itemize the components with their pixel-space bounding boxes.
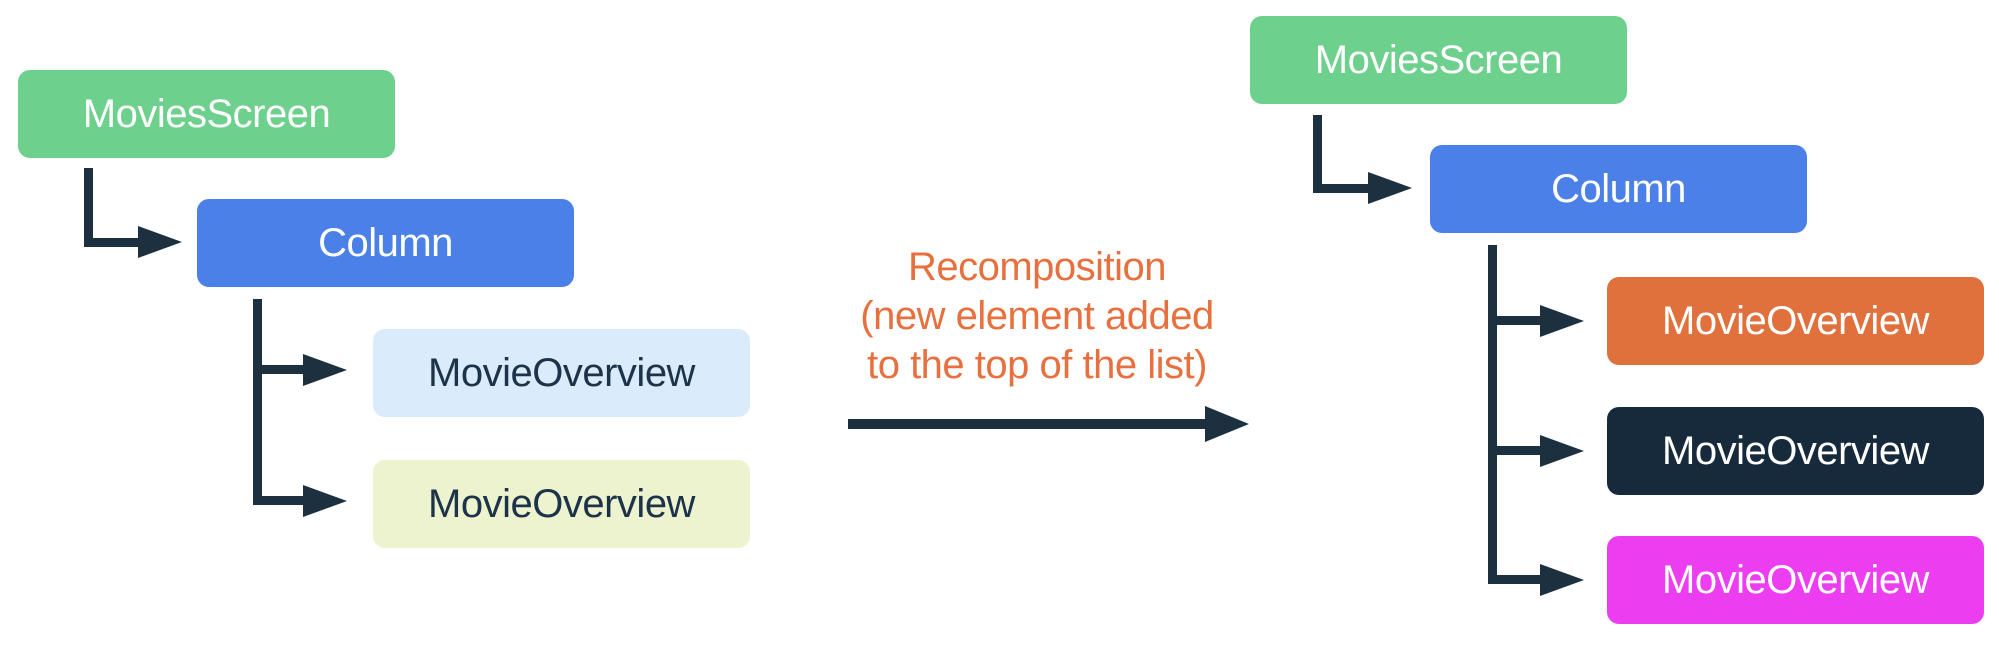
- connector-line: [84, 168, 93, 247]
- connector-line: [84, 238, 138, 247]
- arrow-icon: [303, 354, 347, 386]
- transition-label: Recomposition (new element added to the …: [817, 243, 1257, 390]
- arrow-icon: [1540, 305, 1584, 337]
- connector-line: [1313, 184, 1368, 193]
- node-movie-overview-after-1: MovieOverview: [1607, 277, 1984, 365]
- arrow-icon: [1540, 564, 1584, 596]
- connector-line: [253, 299, 262, 505]
- node-column-after: Column: [1430, 145, 1807, 233]
- connector-line: [1313, 115, 1322, 193]
- node-movie-overview-after-2: MovieOverview: [1607, 407, 1984, 495]
- connector-line: [253, 496, 303, 505]
- connector-line: [1488, 316, 1540, 325]
- node-movie-overview-before-1: MovieOverview: [373, 329, 750, 417]
- node-movies-screen-after: MoviesScreen: [1250, 16, 1627, 104]
- arrow-icon: [138, 226, 182, 258]
- transition-arrow-icon: [1205, 406, 1249, 442]
- node-movie-overview-after-3: MovieOverview: [1607, 536, 1984, 624]
- node-column-before: Column: [197, 199, 574, 287]
- transition-arrow-line: [848, 419, 1205, 429]
- node-movies-screen-before: MoviesScreen: [18, 70, 395, 158]
- arrow-icon: [303, 485, 347, 517]
- transition-label-line: to the top of the list): [867, 343, 1207, 387]
- connector-line: [253, 365, 303, 374]
- transition-label-line: Recomposition: [907, 245, 1167, 289]
- connector-line: [1488, 446, 1540, 455]
- node-movie-overview-before-2: MovieOverview: [373, 460, 750, 548]
- connector-line: [1488, 245, 1497, 584]
- transition-label-line: (new element added: [860, 294, 1214, 338]
- arrow-icon: [1368, 172, 1412, 204]
- connector-line: [1488, 575, 1540, 584]
- arrow-icon: [1540, 435, 1584, 467]
